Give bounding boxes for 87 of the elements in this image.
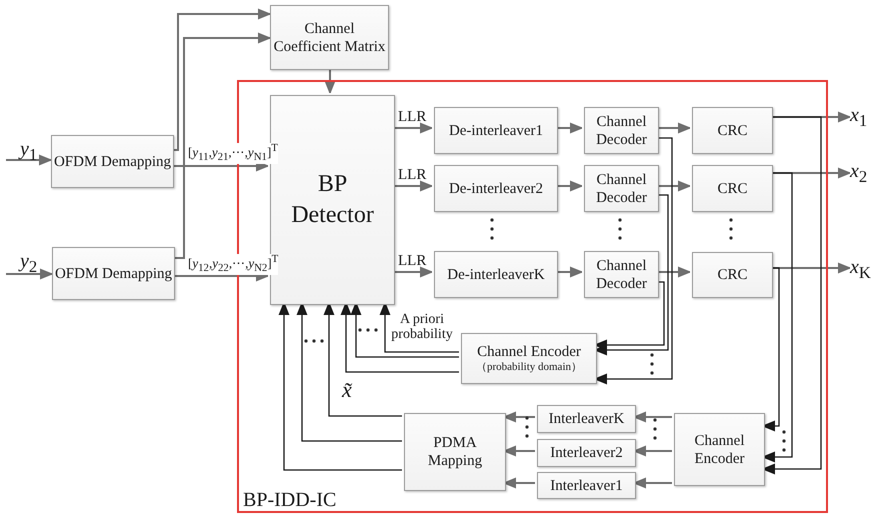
edge-label: LLR xyxy=(398,253,426,270)
arrow xyxy=(633,478,672,488)
arrow xyxy=(762,267,780,432)
box-label: InterleaverK xyxy=(548,410,624,428)
arrow xyxy=(296,302,402,442)
box-label: Interleaver1 xyxy=(550,476,623,494)
process-box xyxy=(270,5,389,70)
arrow xyxy=(594,137,673,384)
process-box xyxy=(51,135,174,188)
arrow xyxy=(762,172,793,462)
process-box xyxy=(692,107,773,154)
arrow xyxy=(324,302,402,417)
vector-label: [y$_{12}$,y$_{22}$,⋯,y$_{N2}$]$^{T}$ xyxy=(188,254,278,275)
arrow xyxy=(771,168,851,178)
process-box xyxy=(404,413,506,491)
box-label: Channel Decoder xyxy=(595,112,648,148)
process-box xyxy=(537,472,636,499)
arrow xyxy=(175,32,271,259)
arrow xyxy=(6,268,53,280)
box-label: CRC xyxy=(717,122,748,140)
arrow xyxy=(556,266,583,278)
arrow xyxy=(657,122,691,134)
process-box xyxy=(434,251,558,298)
process-box xyxy=(584,251,659,298)
arrow xyxy=(633,446,672,456)
edge-label: y$_{2}$ xyxy=(20,250,38,276)
process-box xyxy=(434,107,558,154)
box-label: Channel Encoder xyxy=(694,432,746,468)
process-box xyxy=(537,439,636,467)
output-label: x$_{K}$ xyxy=(850,256,880,284)
box-label: PDMA Mapping xyxy=(426,434,484,470)
box-label: Channel Coefficient Matrix xyxy=(272,20,386,56)
box-label: Channel Encoder xyxy=(477,342,581,361)
arrow xyxy=(393,122,433,134)
process-box xyxy=(692,252,773,298)
box-label: BP Detector xyxy=(291,170,374,230)
annotation-text: A priori probability xyxy=(390,312,454,343)
box-label: OFDM Demapping xyxy=(54,264,172,282)
output-label: x$_{1}$ xyxy=(850,104,880,130)
box-label: De-interleaver2 xyxy=(448,180,544,198)
arrow xyxy=(633,412,672,422)
box-label: CRC xyxy=(717,266,748,284)
symbol-label: x̃ xyxy=(342,378,352,402)
arrow xyxy=(503,446,535,456)
box-label: Channel Decoder xyxy=(595,256,648,292)
box-label: Channel Decoder xyxy=(595,170,648,206)
arrow xyxy=(771,112,851,122)
output-label: x$_{2}$ xyxy=(850,160,880,186)
arrow xyxy=(657,180,691,192)
process-box xyxy=(52,247,175,300)
arrow xyxy=(6,154,52,166)
box-sublabel: （probability domain） xyxy=(476,360,582,374)
arrow xyxy=(350,302,459,358)
process-box xyxy=(270,95,395,305)
process-box xyxy=(674,413,765,486)
box-label: De-interleaver1 xyxy=(448,122,544,140)
arrow xyxy=(594,194,669,356)
edge-label: y$_{1}$ xyxy=(20,138,38,164)
arrow xyxy=(324,70,336,94)
arrow xyxy=(393,180,433,192)
process-box xyxy=(692,165,773,212)
box-label: Interleaver2 xyxy=(550,444,623,462)
process-box xyxy=(584,165,659,212)
box-label: OFDM Demapping xyxy=(54,152,172,170)
arrow xyxy=(278,302,402,471)
edge-label: LLR xyxy=(398,167,426,184)
arrow xyxy=(556,122,583,134)
box-label: CRC xyxy=(717,180,748,198)
arrow xyxy=(657,266,691,278)
process-box xyxy=(584,107,659,154)
arrow xyxy=(340,302,459,373)
frame-label: BP-IDD-IC xyxy=(243,489,336,511)
process-box xyxy=(461,333,597,384)
arrow xyxy=(393,266,433,278)
arrow xyxy=(556,180,583,192)
box-label: De-interleaverK xyxy=(447,266,545,284)
arrow xyxy=(503,412,535,422)
process-box xyxy=(434,165,558,212)
arrow xyxy=(771,262,851,274)
vector-label: [y$_{11}$,y$_{21}$,⋯,y$_{N1}$]$^{T}$ xyxy=(188,143,278,164)
arrow xyxy=(594,281,665,350)
edge-label: LLR xyxy=(398,109,426,126)
arrow xyxy=(503,478,535,488)
process-box xyxy=(537,405,636,433)
arrow xyxy=(380,302,459,353)
arrow xyxy=(174,8,271,151)
arrow xyxy=(762,116,822,474)
